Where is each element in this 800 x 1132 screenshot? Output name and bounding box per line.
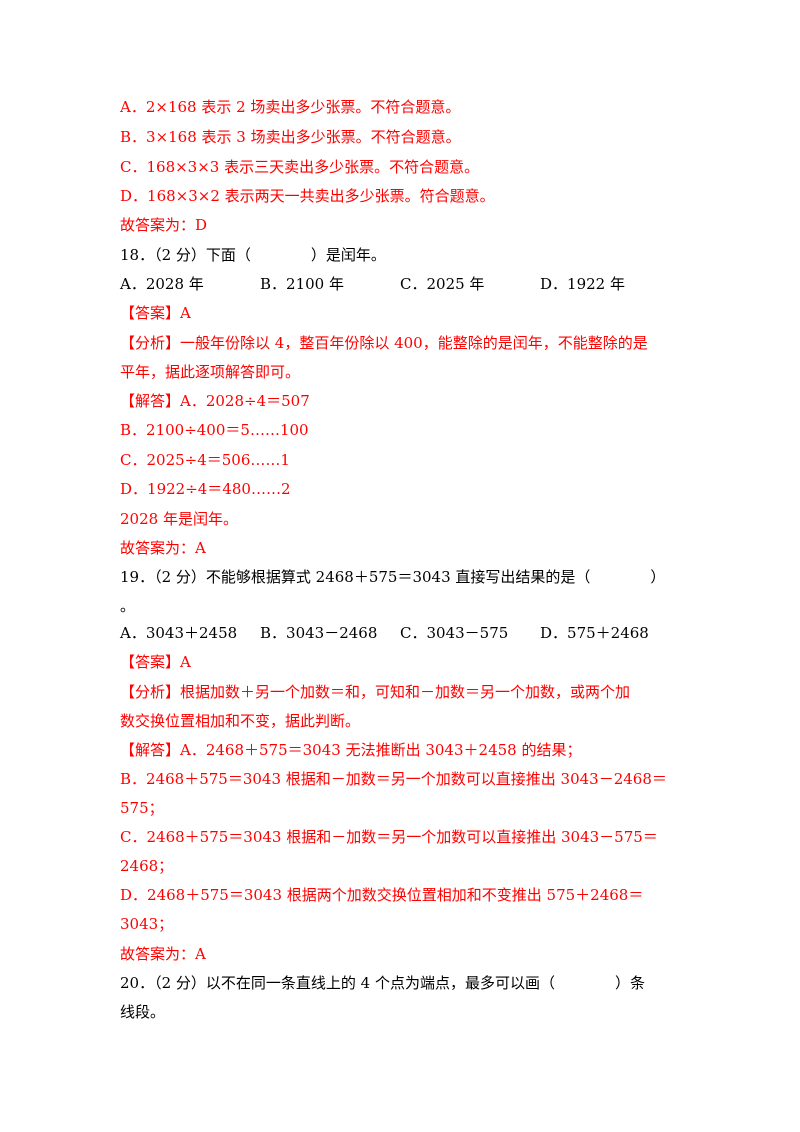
q18-analysis-line1: 【分析】一般年份除以 4，整百年份除以 400，能整除的是闰年，不能整除的是 (120, 334, 648, 352)
q18-option-d: D．1922 年 (540, 275, 625, 293)
q18-option-b: B．2100 年 (260, 275, 344, 293)
q17-analysis-a: A．2×168 表示 2 场卖出多少张票。不符合题意。 (120, 98, 461, 116)
q19-analysis-line1: 【分析】根据加数＋另一个加数＝和，可知和－加数＝另一个加数，或两个加 (120, 683, 631, 701)
q19-final-answer: 故答案为：A (120, 945, 206, 963)
q18-option-c: C．2025 年 (400, 275, 485, 293)
q19-option-b: B．3043－2468 (260, 624, 378, 642)
q19-solution-d-line2: 3043； (120, 915, 174, 933)
q19-option-d: D．575＋2468 (540, 624, 649, 642)
q17-analysis-c: C．168×3×3 表示三天卖出多少张票。不符合题意。 (120, 158, 480, 176)
q19-analysis-line2: 数交换位置相加和不变，据此判断。 (120, 712, 361, 730)
q19-solution-b-line2: 575； (120, 799, 164, 817)
q18-solution-c: C．2025÷4＝506……1 (120, 451, 290, 469)
q19-question: 19．（2 分）不能够根据算式 2468＋575＝3043 直接写出结果的是（ … (120, 568, 666, 586)
q17-final-answer: 故答案为：D (120, 216, 208, 234)
q19-solution-c-line1: C．2468＋575＝3043 根据和－加数＝另一个加数可以直接推出 3043－… (120, 828, 658, 846)
q18-answer: 【答案】A (120, 304, 191, 322)
q20-question-line2: 线段。 (120, 1003, 166, 1021)
q18-solution-b: B．2100÷400＝5……100 (120, 421, 309, 439)
q19-question-end: 。 (120, 597, 136, 615)
q17-analysis-b: B．3×168 表示 3 场卖出多少张票。不符合题意。 (120, 128, 461, 146)
q20-question-line1: 20．（2 分）以不在同一条直线上的 4 个点为端点，最多可以画（ ）条 (120, 974, 645, 992)
q19-solution-c-line2: 2468； (120, 857, 174, 875)
q17-analysis-d: D．168×3×2 表示两天一共卖出多少张票。符合题意。 (120, 187, 495, 205)
q19-solution-a: 【解答】A．2468＋575＝3043 无法推断出 3043＋2458 的结果； (120, 741, 582, 759)
q18-conclusion: 2028 年是闰年。 (120, 510, 238, 528)
q19-answer: 【答案】A (120, 653, 191, 671)
q18-final-answer: 故答案为：A (120, 539, 206, 557)
q19-solution-d-line1: D．2468＋575＝3043 根据两个加数交换位置相加和不变推出 575＋24… (120, 886, 644, 904)
q18-option-a: A．2028 年 (120, 275, 204, 293)
q18-solution-a: 【解答】A．2028÷4＝507 (120, 392, 310, 410)
q18-analysis-line2: 平年，据此逐项解答即可。 (120, 363, 301, 381)
q19-option-a: A．3043＋2458 (120, 624, 238, 642)
q19-option-c: C．3043－575 (400, 624, 509, 642)
q19-solution-b-line1: B．2468＋575＝3043 根据和－加数＝另一个加数可以直接推出 3043－… (120, 770, 667, 788)
q18-solution-d: D．1922÷4＝480……2 (120, 480, 291, 498)
q18-question: 18．（2 分）下面（ ）是闰年。 (120, 246, 386, 264)
